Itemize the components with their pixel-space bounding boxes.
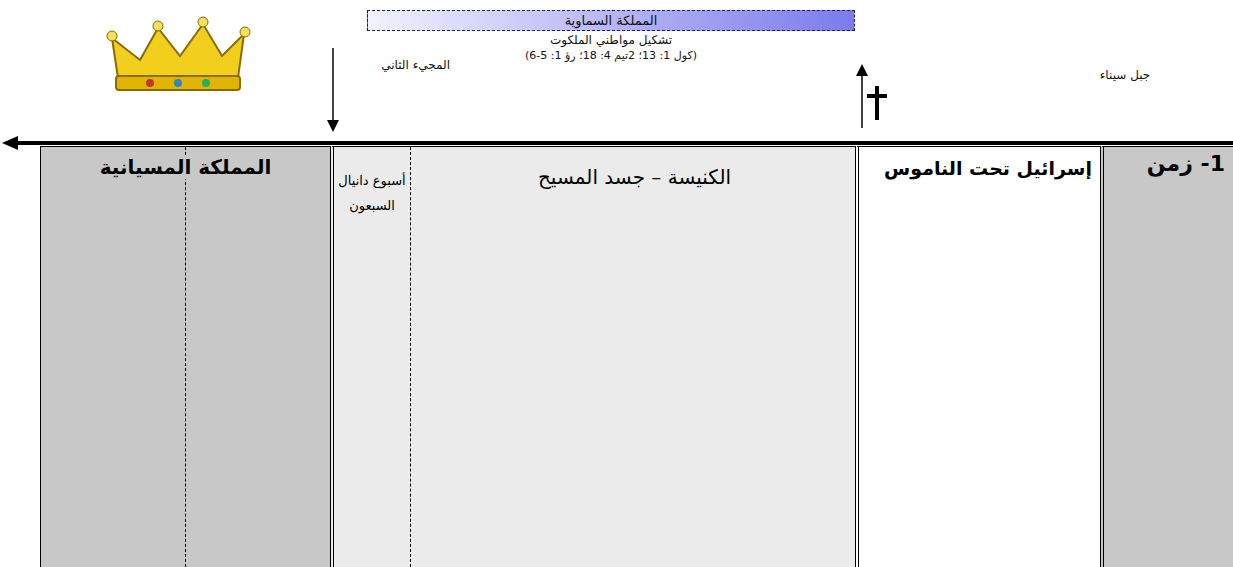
- title-banner: المملكة السماوية: [367, 10, 855, 31]
- subtitle-note: تشكيل مواطني الملكوت: [461, 33, 761, 47]
- cross-symbol: [867, 86, 887, 120]
- event-label: المجيء الثاني: [340, 58, 450, 72]
- node-text: 1- زمن: [1104, 147, 1233, 176]
- up-arrow: [856, 64, 868, 128]
- period-band: الكنيسة – جسد المسيحأسبوع دانيال السبعون: [330, 146, 855, 567]
- period-band: 1- زمن: [1100, 146, 1233, 567]
- period-band: المملكة المسيانية: [40, 146, 330, 567]
- event-label: جبل سيناء: [1070, 68, 1180, 82]
- node-text: الكنيسة – جسد المسيح: [334, 147, 855, 189]
- divider-line: [185, 147, 186, 567]
- period-segment: أسبوع دانيال السبعون: [334, 147, 411, 567]
- period-band: إسرائيل تحت الناموس: [855, 146, 1100, 567]
- node-text: إسرائيل تحت الناموس: [859, 147, 1100, 179]
- reference-note: (كول 1: 13؛ 2تيم 4: 18؛ رؤ 1: 5-6): [436, 49, 786, 62]
- node-text: المملكة السماوية: [565, 13, 658, 28]
- down-arrow: [327, 48, 339, 132]
- node-text: المملكة المسيانية: [96, 155, 276, 179]
- node-text: أسبوع دانيال السبعون: [334, 147, 410, 218]
- crown-icon: [107, 17, 250, 90]
